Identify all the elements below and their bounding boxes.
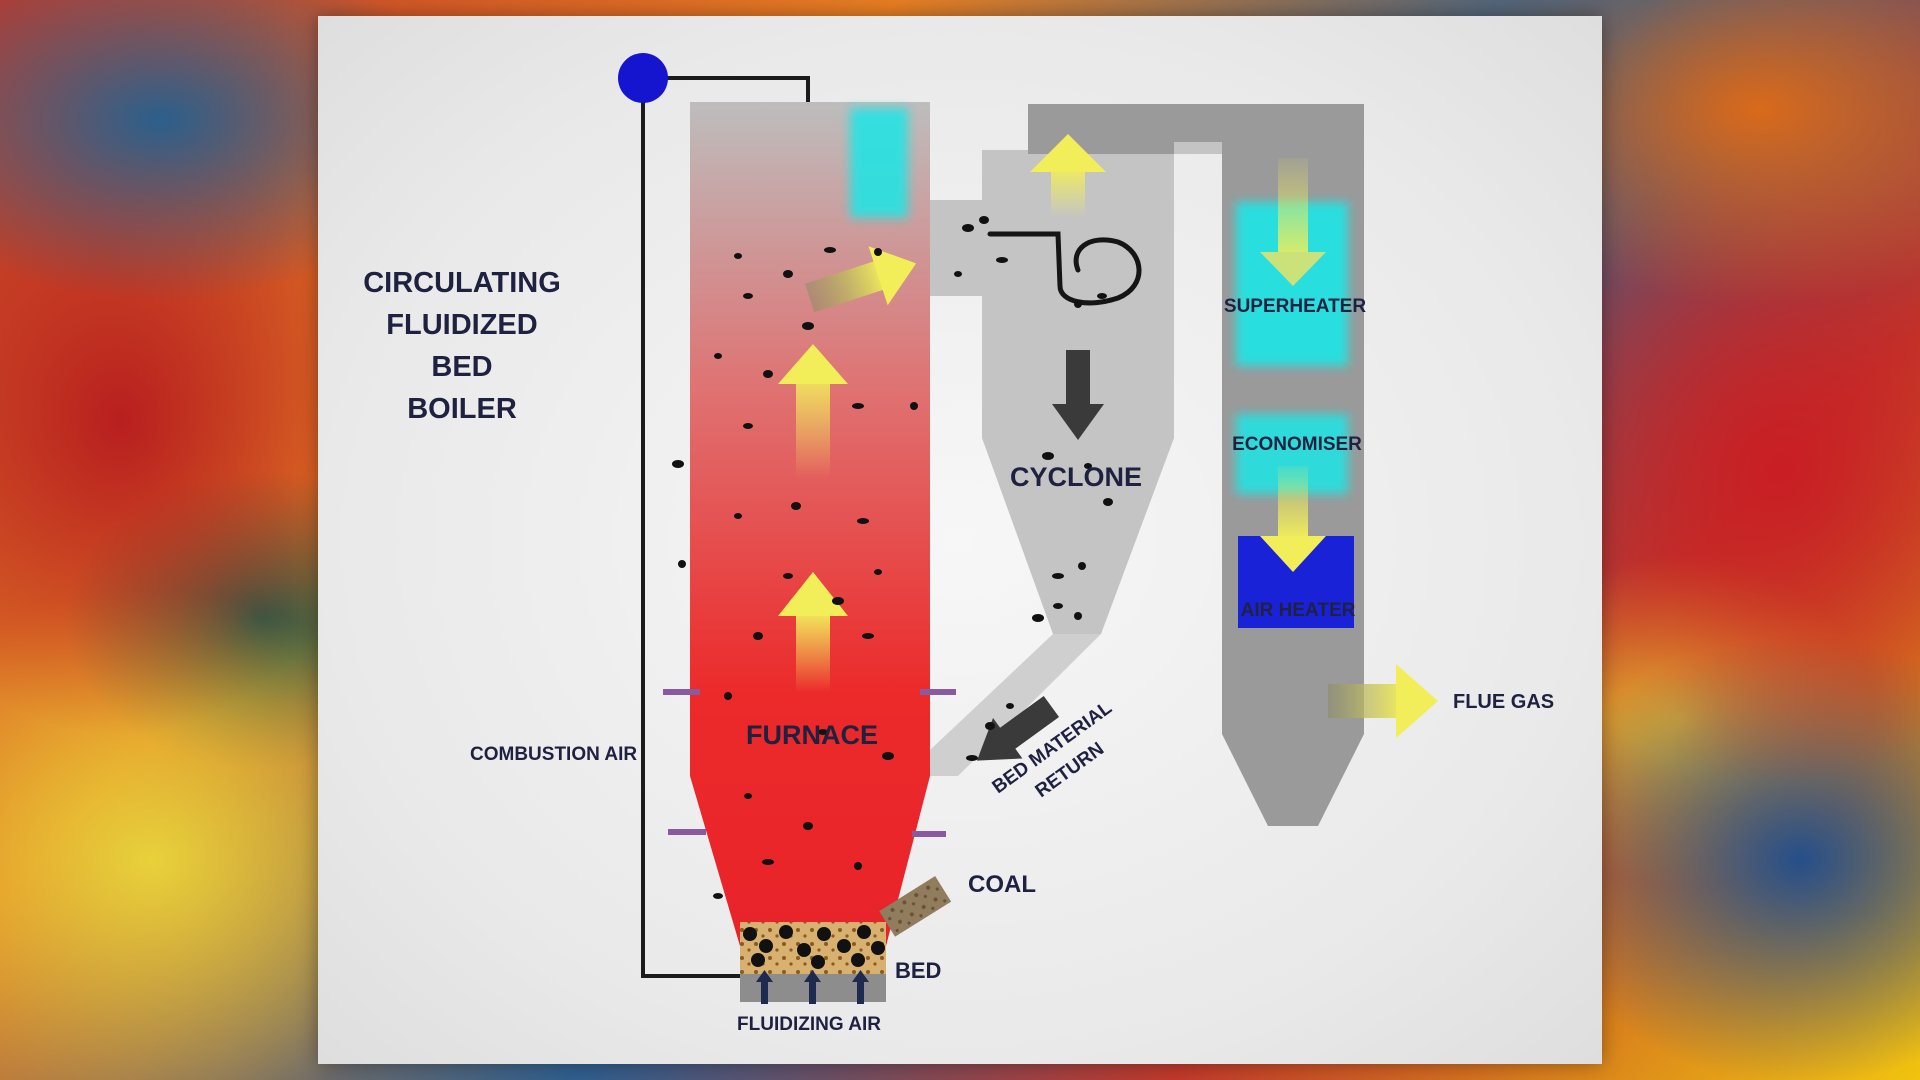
bed-coal-lump: [743, 927, 757, 941]
fluidizing-air-arrows: [756, 970, 869, 1004]
particle: [824, 247, 836, 253]
furnace-cyclone-duct: [930, 200, 986, 296]
particle: [753, 632, 763, 640]
particle: [874, 248, 882, 256]
particle: [954, 271, 962, 277]
riser-pipe: [643, 76, 810, 106]
superheater-label: SUPERHEATER: [1224, 296, 1366, 317]
bed-coal-lump: [871, 941, 885, 955]
particle: [744, 793, 752, 799]
diagram-title-line-3: BED: [431, 351, 492, 383]
particle: [672, 460, 684, 468]
combustion-air-label: COMBUSTION AIR: [470, 744, 637, 765]
particle: [802, 322, 814, 330]
particle: [791, 502, 801, 510]
cfb-boiler-diagram: CIRCULATING FLUIDIZED BED BOILER FURNACE…: [363, 53, 1554, 1035]
steam-drum: [618, 53, 668, 103]
particle: [910, 402, 918, 410]
particle: [1103, 498, 1113, 506]
particle: [714, 353, 722, 359]
furnace-up-arrow-upper: [778, 344, 848, 478]
bed-coal-lump: [811, 955, 825, 969]
particle: [1074, 300, 1082, 308]
bed-coal-lump: [817, 927, 831, 941]
particle: [882, 752, 894, 760]
particle: [874, 569, 882, 575]
cyclone-down-arrow: [1052, 350, 1104, 440]
particle: [743, 293, 753, 299]
particle: [763, 370, 773, 378]
particle: [713, 893, 723, 899]
back-pass-arrow-middle: [1260, 466, 1326, 572]
particle: [996, 257, 1008, 263]
particle: [832, 597, 844, 605]
particle: [803, 822, 813, 830]
particle: [985, 722, 995, 730]
back-pass-arrow-top: [1260, 158, 1326, 286]
bed-label: BED: [895, 958, 941, 983]
furnace-up-arrow-lower: [778, 572, 848, 692]
particle: [1084, 463, 1092, 469]
particle: [862, 633, 874, 639]
particle: [1078, 562, 1086, 570]
particle: [1097, 293, 1107, 299]
bed-coal-lump: [759, 939, 773, 953]
bed-coal-lump: [779, 925, 793, 939]
particle: [852, 403, 864, 409]
particle: [724, 692, 732, 700]
coal-feed-chute: [879, 876, 952, 937]
particle: [962, 224, 974, 232]
bed-coal-lump: [857, 925, 871, 939]
particle: [1053, 603, 1063, 609]
bed-coal-lump: [751, 953, 765, 967]
fluidizing-air-label: FLUIDIZING AIR: [737, 1014, 881, 1035]
particle: [857, 518, 869, 524]
particle: [734, 513, 742, 519]
particle: [1074, 612, 1082, 620]
economiser-label: ECONOMISER: [1232, 434, 1362, 455]
return-arrow: [976, 695, 1060, 761]
cyclone-label: CYCLONE: [1010, 462, 1142, 492]
particle: [743, 423, 753, 429]
downcomer-pipe: [641, 78, 740, 978]
particle: [966, 755, 978, 761]
return-leg: [930, 634, 1101, 776]
furnace-label: FURNACE: [746, 720, 878, 750]
particle: [734, 253, 742, 259]
cyclone-outlet-arrow: [1030, 134, 1106, 218]
bed-coal-lump: [797, 943, 811, 957]
particle: [1042, 452, 1054, 460]
bed-coal-lump: [851, 953, 865, 967]
furnace-top-tubes: [850, 108, 908, 218]
particle: [979, 216, 989, 224]
particle: [678, 560, 686, 568]
air-heater-label: AIR HEATER: [1241, 600, 1356, 621]
particle: [762, 859, 774, 865]
particle: [818, 729, 828, 735]
flue-gas-label: FLUE GAS: [1453, 691, 1554, 713]
particle: [1006, 703, 1014, 709]
coal-label: COAL: [968, 871, 1036, 898]
slide-panel: CIRCULATING FLUIDIZED BED BOILER FURNACE…: [318, 16, 1602, 1064]
particle: [783, 573, 793, 579]
particle: [1032, 614, 1044, 622]
diagram-title-line-2: FLUIDIZED: [386, 309, 537, 341]
particle: [854, 862, 862, 870]
combustion-air-nozzles: [663, 689, 956, 837]
furnace: [690, 102, 930, 946]
furnace-outlet-arrow: [805, 246, 917, 313]
particle: [783, 270, 793, 278]
cyclone-swirl: [987, 231, 1142, 306]
flue-gas-arrow: [1328, 664, 1438, 738]
bed-coal-lump: [837, 939, 851, 953]
top-duct-edge: [1174, 142, 1222, 154]
particle: [1052, 573, 1064, 579]
diagram-title-line-4: BOILER: [407, 393, 517, 425]
bed-particles: [672, 216, 1113, 969]
diagram-title-line-1: CIRCULATING: [363, 267, 561, 299]
